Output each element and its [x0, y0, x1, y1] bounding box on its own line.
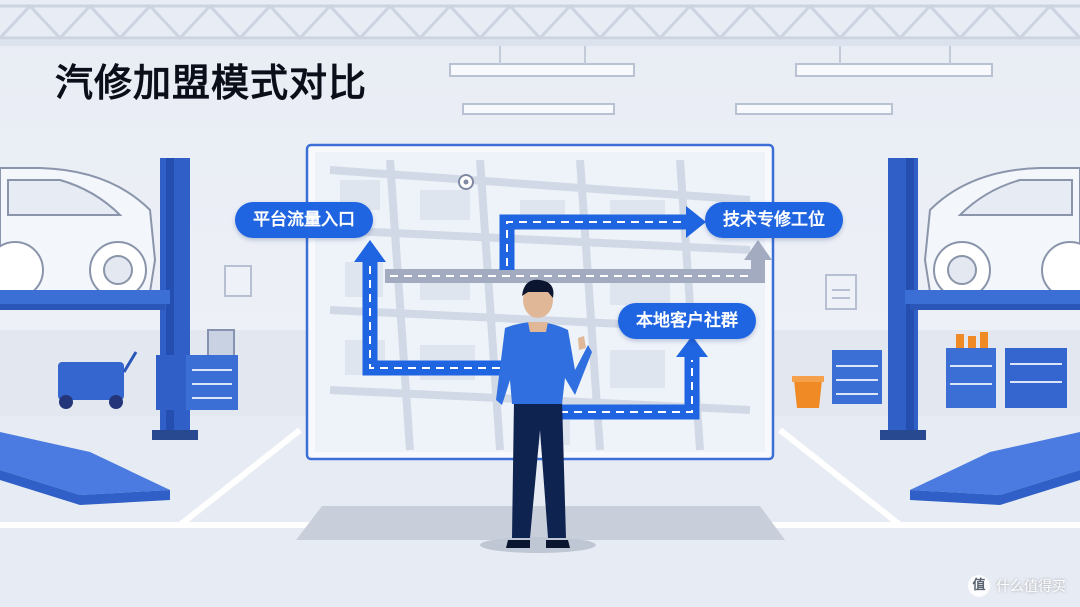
left-tool-cabinet	[156, 329, 238, 410]
presenter-person	[480, 279, 596, 553]
watermark-text: 什么值得买	[996, 579, 1066, 595]
floor-shadow	[296, 506, 785, 540]
blue-arrow-platform	[354, 240, 505, 376]
page-title: 汽修加盟模式对比	[55, 61, 368, 105]
blue-arrow-local	[555, 336, 708, 420]
ceiling-truss	[0, 3, 1080, 41]
right-car	[923, 167, 1080, 299]
label-local-community: 本地客户社群	[618, 303, 756, 339]
orange-bucket	[792, 376, 824, 408]
watermark: 值 什么值得买	[968, 575, 1066, 597]
right-lift	[880, 158, 1080, 505]
wall-poster	[224, 265, 252, 297]
left-car	[0, 167, 157, 299]
label-tech-workstation: 技术专修工位	[705, 202, 843, 238]
ceiling-light	[449, 46, 993, 115]
smzdm-logo-icon: 值	[968, 575, 990, 597]
gray-flow-arrow	[385, 240, 772, 283]
left-cart	[58, 351, 138, 409]
label-platform-traffic: 平台流量入口	[235, 202, 373, 238]
ceiling-beam	[0, 40, 1080, 46]
right-tool-cabinets	[832, 332, 1067, 408]
wall-calculator-poster	[825, 274, 857, 310]
blue-arrow-tech	[499, 206, 706, 270]
